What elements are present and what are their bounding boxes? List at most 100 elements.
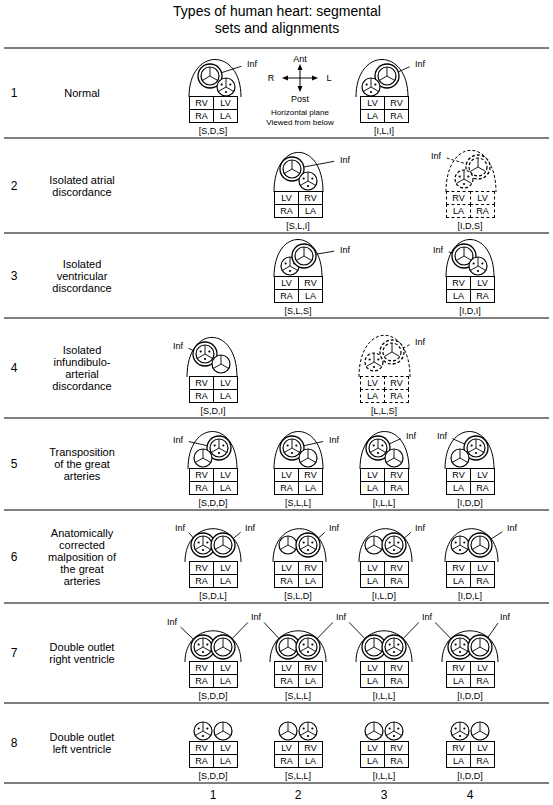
valve-commissure [205, 345, 206, 354]
chamber-box: RV [384, 741, 409, 755]
chamber-name: RV [452, 278, 464, 288]
coronary-ostium [311, 177, 313, 179]
valve-commissure [452, 545, 460, 550]
valve-commissure [478, 266, 486, 271]
valve-commissure [363, 87, 371, 92]
heart-figure [445, 529, 498, 562]
segmental-set: [S,L,L] [285, 771, 311, 782]
coronary-ostium [291, 452, 293, 454]
heart-figure [446, 240, 494, 278]
valve-commissure [470, 266, 478, 271]
chamber-box: RV [446, 741, 471, 755]
ventricular-outline [188, 432, 237, 470]
table-rule [4, 783, 549, 784]
coronary-ostium [471, 444, 473, 446]
valve-commissure [284, 169, 292, 174]
axis-label: R [268, 73, 275, 84]
coronary-ostium [377, 358, 379, 360]
chamber-name: LA [305, 756, 316, 766]
chamber-box: RV [189, 468, 214, 482]
chamber-name: RV [304, 663, 316, 673]
inf-label: Inf [172, 341, 184, 352]
great-artery [214, 638, 232, 656]
inf-label: Inf [335, 612, 347, 623]
inf-label: Inf [414, 523, 426, 534]
great-artery [196, 345, 214, 363]
valve-commissure [288, 545, 296, 550]
row-name: Double outlet left ventricle [45, 731, 119, 755]
heart-figure [359, 335, 410, 377]
chamber-box: LA [213, 109, 238, 123]
chamber-name: LV [220, 378, 230, 388]
chamber-name: LV [220, 743, 230, 753]
valve-commissure [202, 76, 210, 81]
valve-commissure [371, 87, 379, 92]
leader-line [452, 439, 464, 444]
coronary-ostium [287, 444, 289, 446]
chamber-name: LA [367, 111, 378, 121]
axis-label: Post [291, 94, 309, 105]
arrowhead [298, 64, 303, 70]
coronary-ostium [307, 651, 309, 653]
great-artery [217, 78, 235, 96]
row-number: 7 [11, 646, 18, 660]
chamber-name: LV [281, 663, 291, 673]
valve-commissure [452, 458, 460, 463]
inf-label: Inf [166, 617, 178, 628]
compass [282, 64, 318, 92]
valve-commissure [203, 458, 211, 463]
coronary-ostium [311, 727, 313, 729]
great-artery [471, 722, 489, 740]
coronary-ostium [202, 735, 204, 737]
valve-commissure [280, 647, 288, 652]
chamber-box: RA [384, 481, 409, 495]
chamber-box: RA [189, 754, 214, 768]
chamber-box: RV [384, 468, 409, 482]
chamber-box: RA [274, 674, 299, 688]
inf-label: Inf [246, 59, 258, 70]
coronary-ostium [373, 366, 375, 368]
leader-lines [181, 66, 503, 639]
chamber-box: RA [274, 481, 299, 495]
ventricular-outline [445, 529, 498, 562]
chamber-name: LA [305, 576, 316, 586]
chamber-name: LV [367, 378, 377, 388]
valve-commissure [223, 722, 224, 731]
valve-commissure [478, 167, 486, 172]
chamber-box: RA [189, 574, 214, 588]
great-artery [299, 722, 317, 740]
chamber-name: LA [367, 676, 378, 686]
chamber-box: LA [360, 574, 385, 588]
chamber-box: RA [274, 289, 299, 303]
coronary-ostium [381, 444, 383, 446]
valve-commissure [480, 545, 488, 550]
leader-line [389, 439, 400, 444]
valve-commissure [366, 647, 374, 652]
row-number: 6 [11, 550, 18, 564]
great-artery [299, 449, 317, 467]
great-artery [194, 638, 212, 656]
valve-commissure [460, 722, 461, 731]
valve-commissure [203, 731, 211, 736]
chamber-box: LA [360, 674, 385, 688]
inf-label: Inf [430, 151, 442, 162]
title: Types of human heart: segmental sets and… [172, 3, 382, 37]
heart-figure [360, 432, 409, 470]
chamber-box: LA [298, 754, 323, 768]
leader-line [447, 158, 467, 164]
leader-line [449, 252, 453, 254]
infundibulum-ring [468, 635, 492, 659]
table-rule [4, 603, 549, 604]
great-artery [299, 638, 317, 656]
infundibulum-ring [382, 635, 406, 659]
chamber-name: LA [220, 111, 231, 121]
chamber-name: LA [220, 756, 231, 766]
valve-commissure [300, 545, 308, 550]
coronary-ostium [311, 541, 313, 543]
chamber-name: RA [195, 111, 208, 121]
valve-commissure [460, 536, 461, 545]
valve-commissure [300, 458, 308, 463]
chamber-name: LA [220, 676, 231, 686]
segmental-set: [S,D,I] [200, 406, 225, 417]
valve-commissure [282, 266, 290, 271]
